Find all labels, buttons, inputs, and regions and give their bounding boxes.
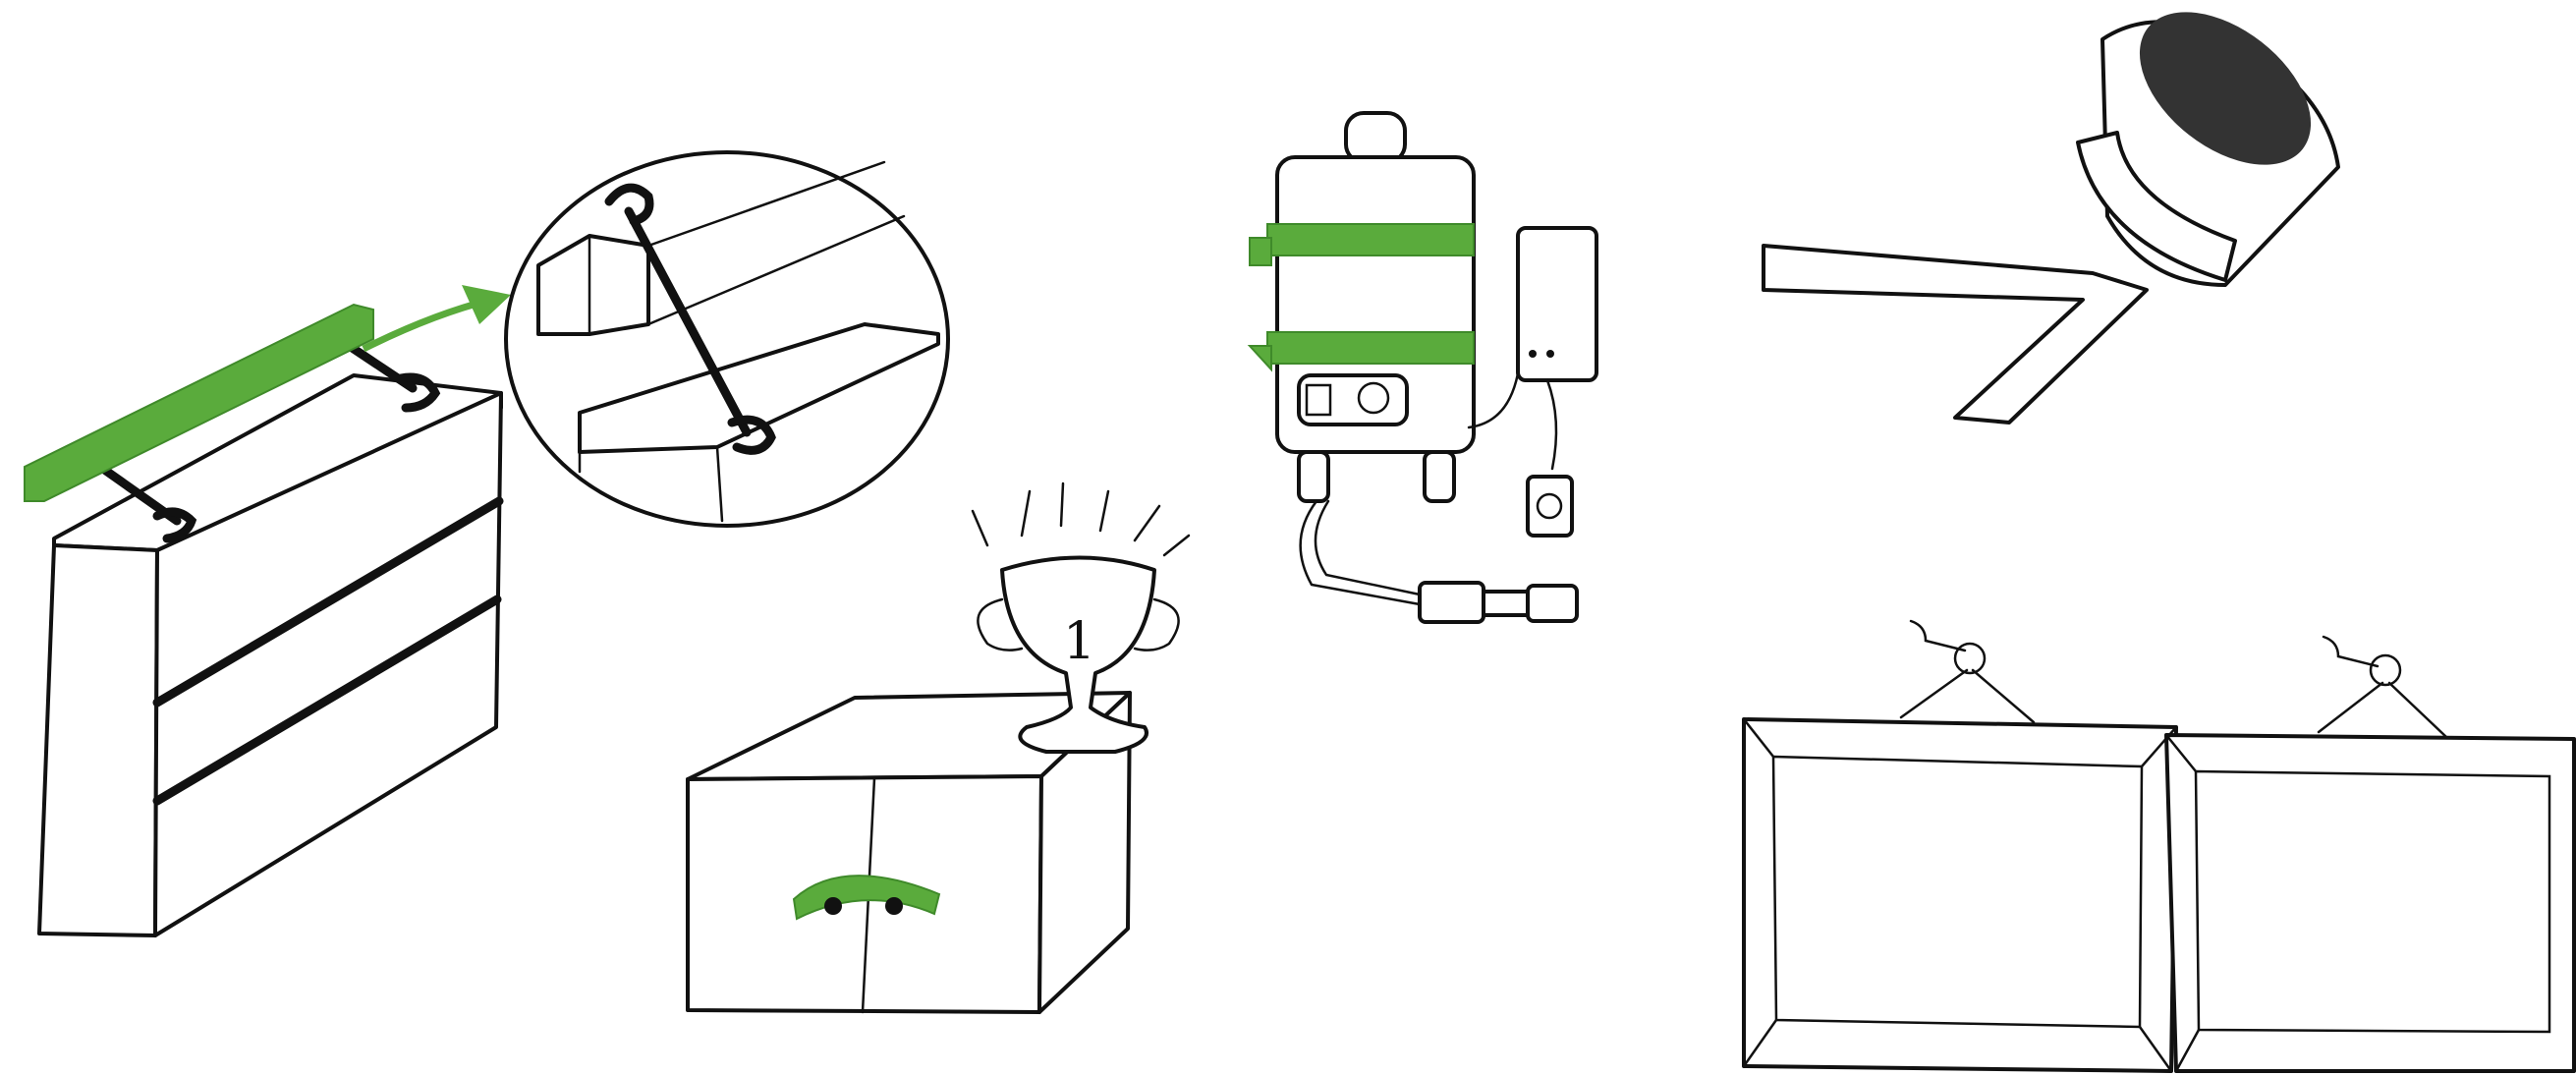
water-heater-icon	[1247, 111, 1598, 624]
magnifier-detail-icon	[504, 150, 950, 528]
dresser-wall-strap-icon	[24, 285, 511, 937]
trophy-number: 1	[1063, 612, 1095, 671]
trophy-icon: 1	[971, 481, 1191, 754]
picture-frame-hooks-icon	[1742, 619, 2576, 1073]
wall-shelf-pot-icon	[1762, 12, 2340, 425]
cabinet-lock-icon	[686, 691, 1132, 1014]
